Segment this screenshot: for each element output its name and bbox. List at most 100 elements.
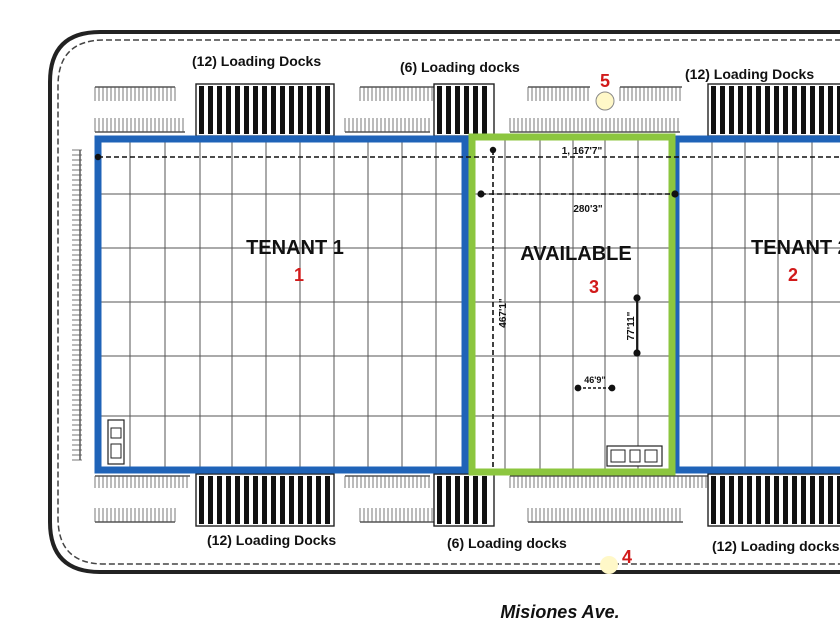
dock-door <box>756 86 761 134</box>
dim-dot <box>671 190 679 198</box>
dock-door <box>217 476 222 524</box>
dim-unit-width: 280'3" <box>573 204 603 215</box>
dim-total-length: 1, 167'7" <box>562 146 603 157</box>
dock-door <box>298 476 303 524</box>
dock-door <box>738 86 743 134</box>
site-boundary <box>48 30 840 574</box>
dock-door <box>783 86 788 134</box>
dock-label-bottom-center: (6) Loading docks <box>447 535 567 551</box>
dock-door <box>289 86 294 134</box>
dock-door <box>325 476 330 524</box>
dock-door <box>455 476 460 524</box>
dock-door <box>828 476 833 524</box>
dim-dot <box>633 349 641 357</box>
dock-door <box>271 476 276 524</box>
dim-dot <box>489 146 497 154</box>
dock-door <box>473 476 478 524</box>
dim-column-h: 46'9" <box>584 375 605 385</box>
dock-door <box>792 86 797 134</box>
marker-4-light <box>600 556 618 574</box>
dock-door <box>711 86 716 134</box>
dock-door <box>235 476 240 524</box>
dock-door <box>244 86 249 134</box>
dock-door <box>765 476 770 524</box>
dock-door <box>774 86 779 134</box>
dock-door <box>455 86 460 134</box>
dim-dot <box>477 190 485 198</box>
dock-door <box>271 86 276 134</box>
dock-door <box>837 86 840 134</box>
dock-door <box>208 86 213 134</box>
marker-4-label: 4 <box>622 547 632 567</box>
dim-dot <box>94 153 102 161</box>
dock-door <box>437 86 442 134</box>
dock-door <box>792 476 797 524</box>
marker-5-label: 5 <box>600 71 610 91</box>
dock-door <box>720 86 725 134</box>
tenant1-number: 1 <box>294 265 304 285</box>
tenant1-outline <box>94 135 469 474</box>
parking-rows <box>94 86 840 523</box>
dock-door <box>482 86 487 134</box>
dock-door <box>765 86 770 134</box>
available-name: AVAILABLE <box>520 243 631 265</box>
dock-label-bottom-right: (12) Loading docks <box>712 538 840 554</box>
dock-door <box>819 476 824 524</box>
dock-door <box>280 86 285 134</box>
dim-dot <box>633 294 641 302</box>
dock-door <box>720 476 725 524</box>
dock-door <box>199 476 204 524</box>
dock-door <box>316 86 321 134</box>
dock-door <box>810 86 815 134</box>
dock-door <box>235 86 240 134</box>
dock-door <box>244 476 249 524</box>
dock-label-top-right: (12) Loading Docks <box>685 66 814 82</box>
dock-door <box>783 476 788 524</box>
dock-door <box>307 86 312 134</box>
dock-door <box>280 476 285 524</box>
left-parking <box>72 149 82 461</box>
dock-door <box>217 86 222 134</box>
dock-door <box>446 476 451 524</box>
dock-door <box>810 476 815 524</box>
dock-door <box>819 86 824 134</box>
tenant1-name: TENANT 1 <box>246 237 344 259</box>
dock-door <box>482 476 487 524</box>
dim-column-v: 77'11" <box>626 311 637 340</box>
dock-door <box>774 476 779 524</box>
dock-door <box>253 476 258 524</box>
office-block-tenant1 <box>107 419 125 465</box>
dock-label-top-left: (12) Loading Docks <box>192 53 321 69</box>
dock-door <box>473 86 478 134</box>
dock-door <box>253 86 258 134</box>
dock-door <box>801 476 806 524</box>
dock-door <box>262 86 267 134</box>
tenant2-outline <box>672 135 840 474</box>
dock-door <box>208 476 213 524</box>
office-block-available <box>606 445 663 467</box>
dock-door <box>446 86 451 134</box>
dock-door <box>307 476 312 524</box>
dock-door <box>747 476 752 524</box>
dock-door <box>226 86 231 134</box>
dock-door <box>801 86 806 134</box>
dock-door <box>262 476 267 524</box>
dim-dot <box>574 384 582 392</box>
dock-door <box>437 476 442 524</box>
dock-door <box>756 476 761 524</box>
site-boundary-inner <box>57 39 840 565</box>
dock-door <box>738 476 743 524</box>
dock-door <box>226 476 231 524</box>
dock-door <box>828 86 833 134</box>
dock-door <box>729 86 734 134</box>
tenant2-number: 2 <box>788 265 798 285</box>
dock-door <box>325 86 330 134</box>
street-name: Misiones Ave. <box>500 602 619 622</box>
dock-door <box>316 476 321 524</box>
dock-label-top-center: (6) Loading docks <box>400 59 520 75</box>
dim-unit-depth: 467'1" <box>498 298 509 328</box>
tenant2-name: TENANT 2 <box>751 237 840 259</box>
dock-door <box>464 86 469 134</box>
dim-dot <box>608 384 616 392</box>
dock-door <box>464 476 469 524</box>
